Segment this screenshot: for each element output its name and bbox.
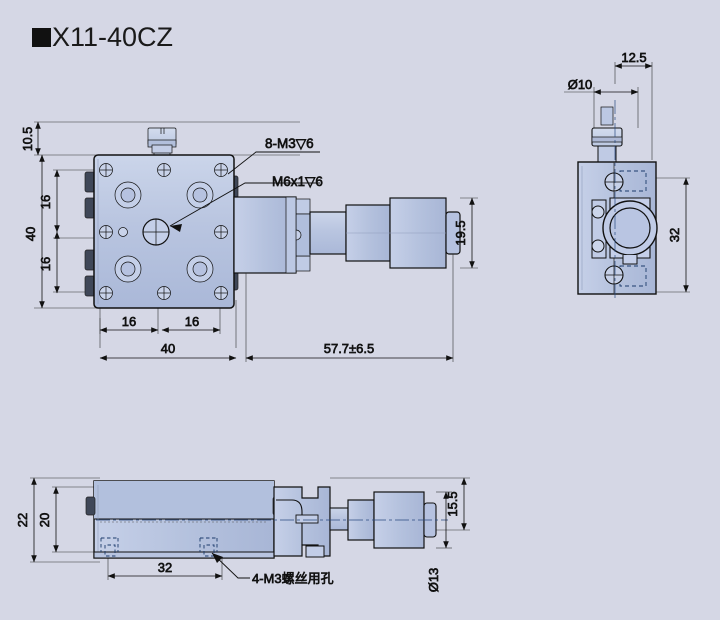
square-bullet-icon: [32, 28, 51, 47]
dim-knob-diameter: Ø10: [567, 77, 639, 95]
callout-text-8-m3: 8-M3▽6: [265, 136, 314, 151]
bottom-bracket: [273, 486, 331, 558]
dim-text-15-5: 15.5: [445, 491, 460, 516]
dim-text-57-7: 57.7±6.5: [324, 341, 375, 356]
callout-m6x1: M6x1▽6: [169, 174, 323, 232]
dim-axis-height: 15.5: [445, 477, 467, 531]
dim-overall-length: 57.7±6.5: [245, 254, 454, 362]
dim-text-40-v: 40: [23, 227, 38, 241]
dim-hole-pitch-horizontal: 16 16: [99, 314, 221, 333]
dim-total-height: 22: [15, 477, 37, 563]
dim-text-d13: Ø13: [426, 568, 441, 593]
bottom-view-group: 22 20 32 15.5: [15, 477, 470, 593]
dim-side-width: 32: [667, 177, 689, 293]
bottom-left-tab: [85, 496, 96, 516]
dim-text-d10: Ø10: [568, 77, 593, 92]
counterbore-holes: [114, 181, 214, 283]
dim-plate-height: 40: [23, 154, 45, 309]
dim-text-16-v2: 16: [38, 257, 53, 271]
dim-hole-pitch-vertical: 16 16: [38, 169, 60, 294]
dim-text-16-v1: 16: [38, 195, 53, 209]
dim-barrel-diameter: Ø13: [426, 491, 452, 593]
dim-knob-offset: 12.5: [614, 50, 653, 69]
left-edge-tabs: [84, 171, 96, 297]
dim-text-32-bottom: 32: [158, 560, 172, 575]
m3-hole-pattern: [99, 163, 228, 300]
dim-hole-span: 32: [107, 560, 223, 579]
center-m6-hole: [142, 218, 170, 246]
dim-text-16-h1: 16: [122, 314, 136, 329]
dim-text-22: 22: [15, 513, 30, 527]
dim-text-40-h: 40: [161, 341, 175, 356]
front-view-group: 10.5 40 16 16 16: [21, 121, 478, 362]
dim-text-19-5: 19.5: [453, 220, 468, 245]
carriage-block: [233, 196, 311, 274]
side-view-group: Ø10 12.5 32: [564, 50, 690, 300]
dim-body-height: 20: [37, 486, 59, 553]
page-title: X11-40CZ: [32, 22, 173, 53]
callout-text-m6x1: M6x1▽6: [272, 174, 323, 189]
callout-mounting-holes: 4-M3螺丝用孔: [211, 552, 334, 586]
side-center-bore: [602, 197, 658, 265]
micrometer-barrel: [309, 197, 461, 269]
side-knob: [591, 106, 623, 163]
dim-text-12-5: 12.5: [621, 50, 646, 65]
dim-stage-height: 19.5: [453, 197, 478, 269]
dim-text-10-5: 10.5: [21, 127, 35, 151]
dim-plate-width: 40: [99, 341, 237, 361]
callout-8-m3: 8-M3▽6: [227, 136, 320, 175]
dim-text-32-side: 32: [667, 228, 682, 242]
dim-text-20: 20: [37, 513, 52, 527]
callout-text-4-m3: 4-M3螺丝用孔: [252, 571, 334, 586]
dim-top-offset: 10.5: [21, 121, 41, 156]
side-hidden-holes: [619, 170, 647, 287]
title-text: X11-40CZ: [52, 22, 174, 52]
side-screws: [604, 172, 624, 285]
dim-text-16-h2: 16: [185, 314, 199, 329]
